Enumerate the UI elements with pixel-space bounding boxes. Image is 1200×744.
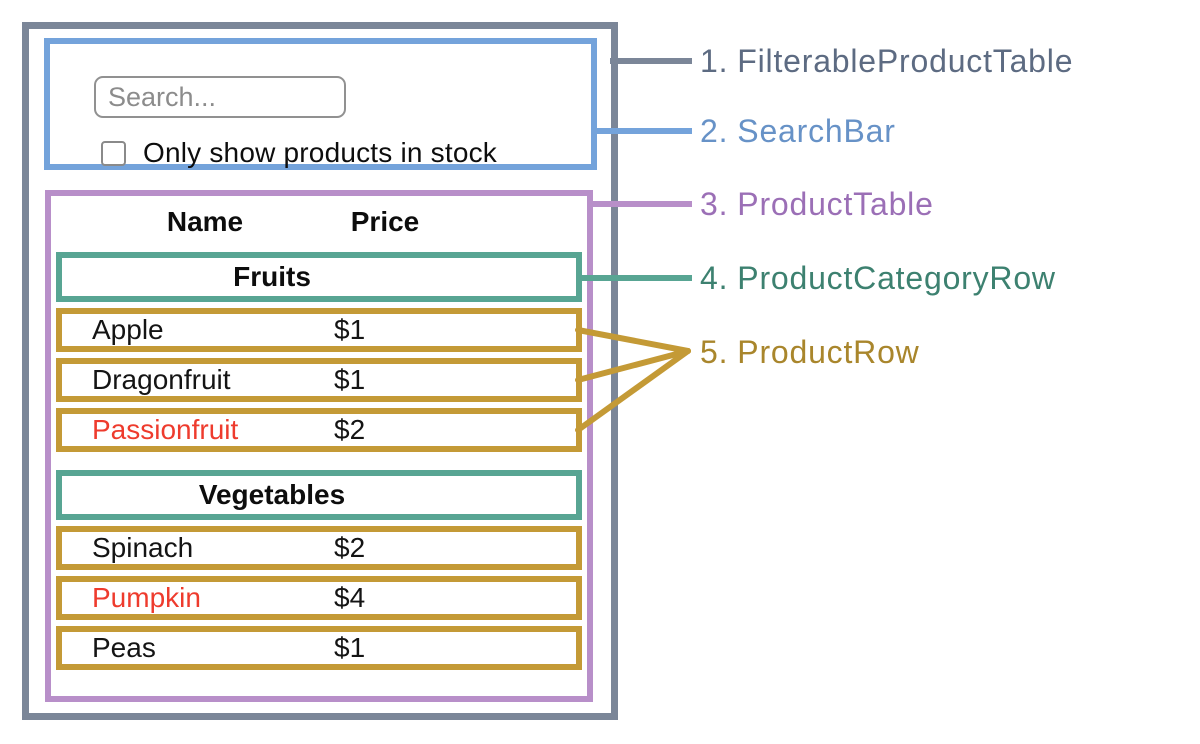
annotation-label-ProductRow: 5.ProductRow	[700, 332, 920, 372]
search-input[interactable]	[94, 76, 346, 118]
product-name: Apple	[92, 314, 164, 345]
annotation-name: ProductRow	[737, 334, 920, 370]
stock-filter-row: Only show products in stock	[101, 137, 497, 169]
annotation-name: SearchBar	[737, 113, 896, 149]
annotation-name: ProductCategoryRow	[737, 260, 1056, 296]
annotation-label-FilterableProductTable: 1.FilterableProductTable	[700, 41, 1073, 81]
annotation-number: 4.	[700, 260, 729, 296]
product-price: $1	[334, 314, 366, 345]
annotation-number: 3.	[700, 186, 729, 222]
product-row: Pumpkin $4	[56, 576, 582, 620]
product-name: Spinach	[92, 532, 194, 563]
product-category-row: Fruits	[56, 252, 582, 302]
product-name: Passionfruit	[92, 414, 239, 445]
product-price: $1	[334, 632, 366, 663]
annotation-number: 1.	[700, 43, 729, 79]
annotation-name: ProductTable	[737, 186, 934, 222]
product-row: Peas $1	[56, 626, 582, 670]
product-name: Peas	[92, 632, 156, 663]
product-price: $4	[334, 582, 366, 613]
product-category-row: Vegetables	[56, 470, 582, 520]
in-stock-checkbox[interactable]	[101, 140, 126, 166]
product-price: $2	[334, 532, 366, 563]
table-header: Name Price	[56, 204, 582, 244]
category-label: Vegetables	[198, 479, 346, 510]
product-price: $1	[334, 364, 366, 395]
annotation-label-ProductCategoryRow: 4.ProductCategoryRow	[700, 258, 1056, 298]
column-header-name: Name	[166, 206, 244, 237]
in-stock-label: Only show products in stock	[143, 137, 497, 168]
annotation-label-ProductTable: 3.ProductTable	[700, 184, 934, 224]
category-label: Fruits	[233, 261, 311, 292]
column-header-price: Price	[350, 206, 420, 237]
annotation-name: FilterableProductTable	[737, 43, 1074, 79]
annotation-number: 2.	[700, 113, 729, 149]
product-row: Spinach $2	[56, 526, 582, 570]
product-price: $2	[334, 414, 366, 445]
search-bar-box: Only show products in stock	[44, 38, 597, 170]
annotation-label-SearchBar: 2.SearchBar	[700, 111, 896, 151]
annotation-number: 5.	[700, 334, 729, 370]
product-name: Dragonfruit	[92, 364, 231, 395]
product-row: Dragonfruit $1	[56, 358, 582, 402]
product-row: Passionfruit $2	[56, 408, 582, 452]
product-row: Apple $1	[56, 308, 582, 352]
product-name: Pumpkin	[92, 582, 201, 613]
